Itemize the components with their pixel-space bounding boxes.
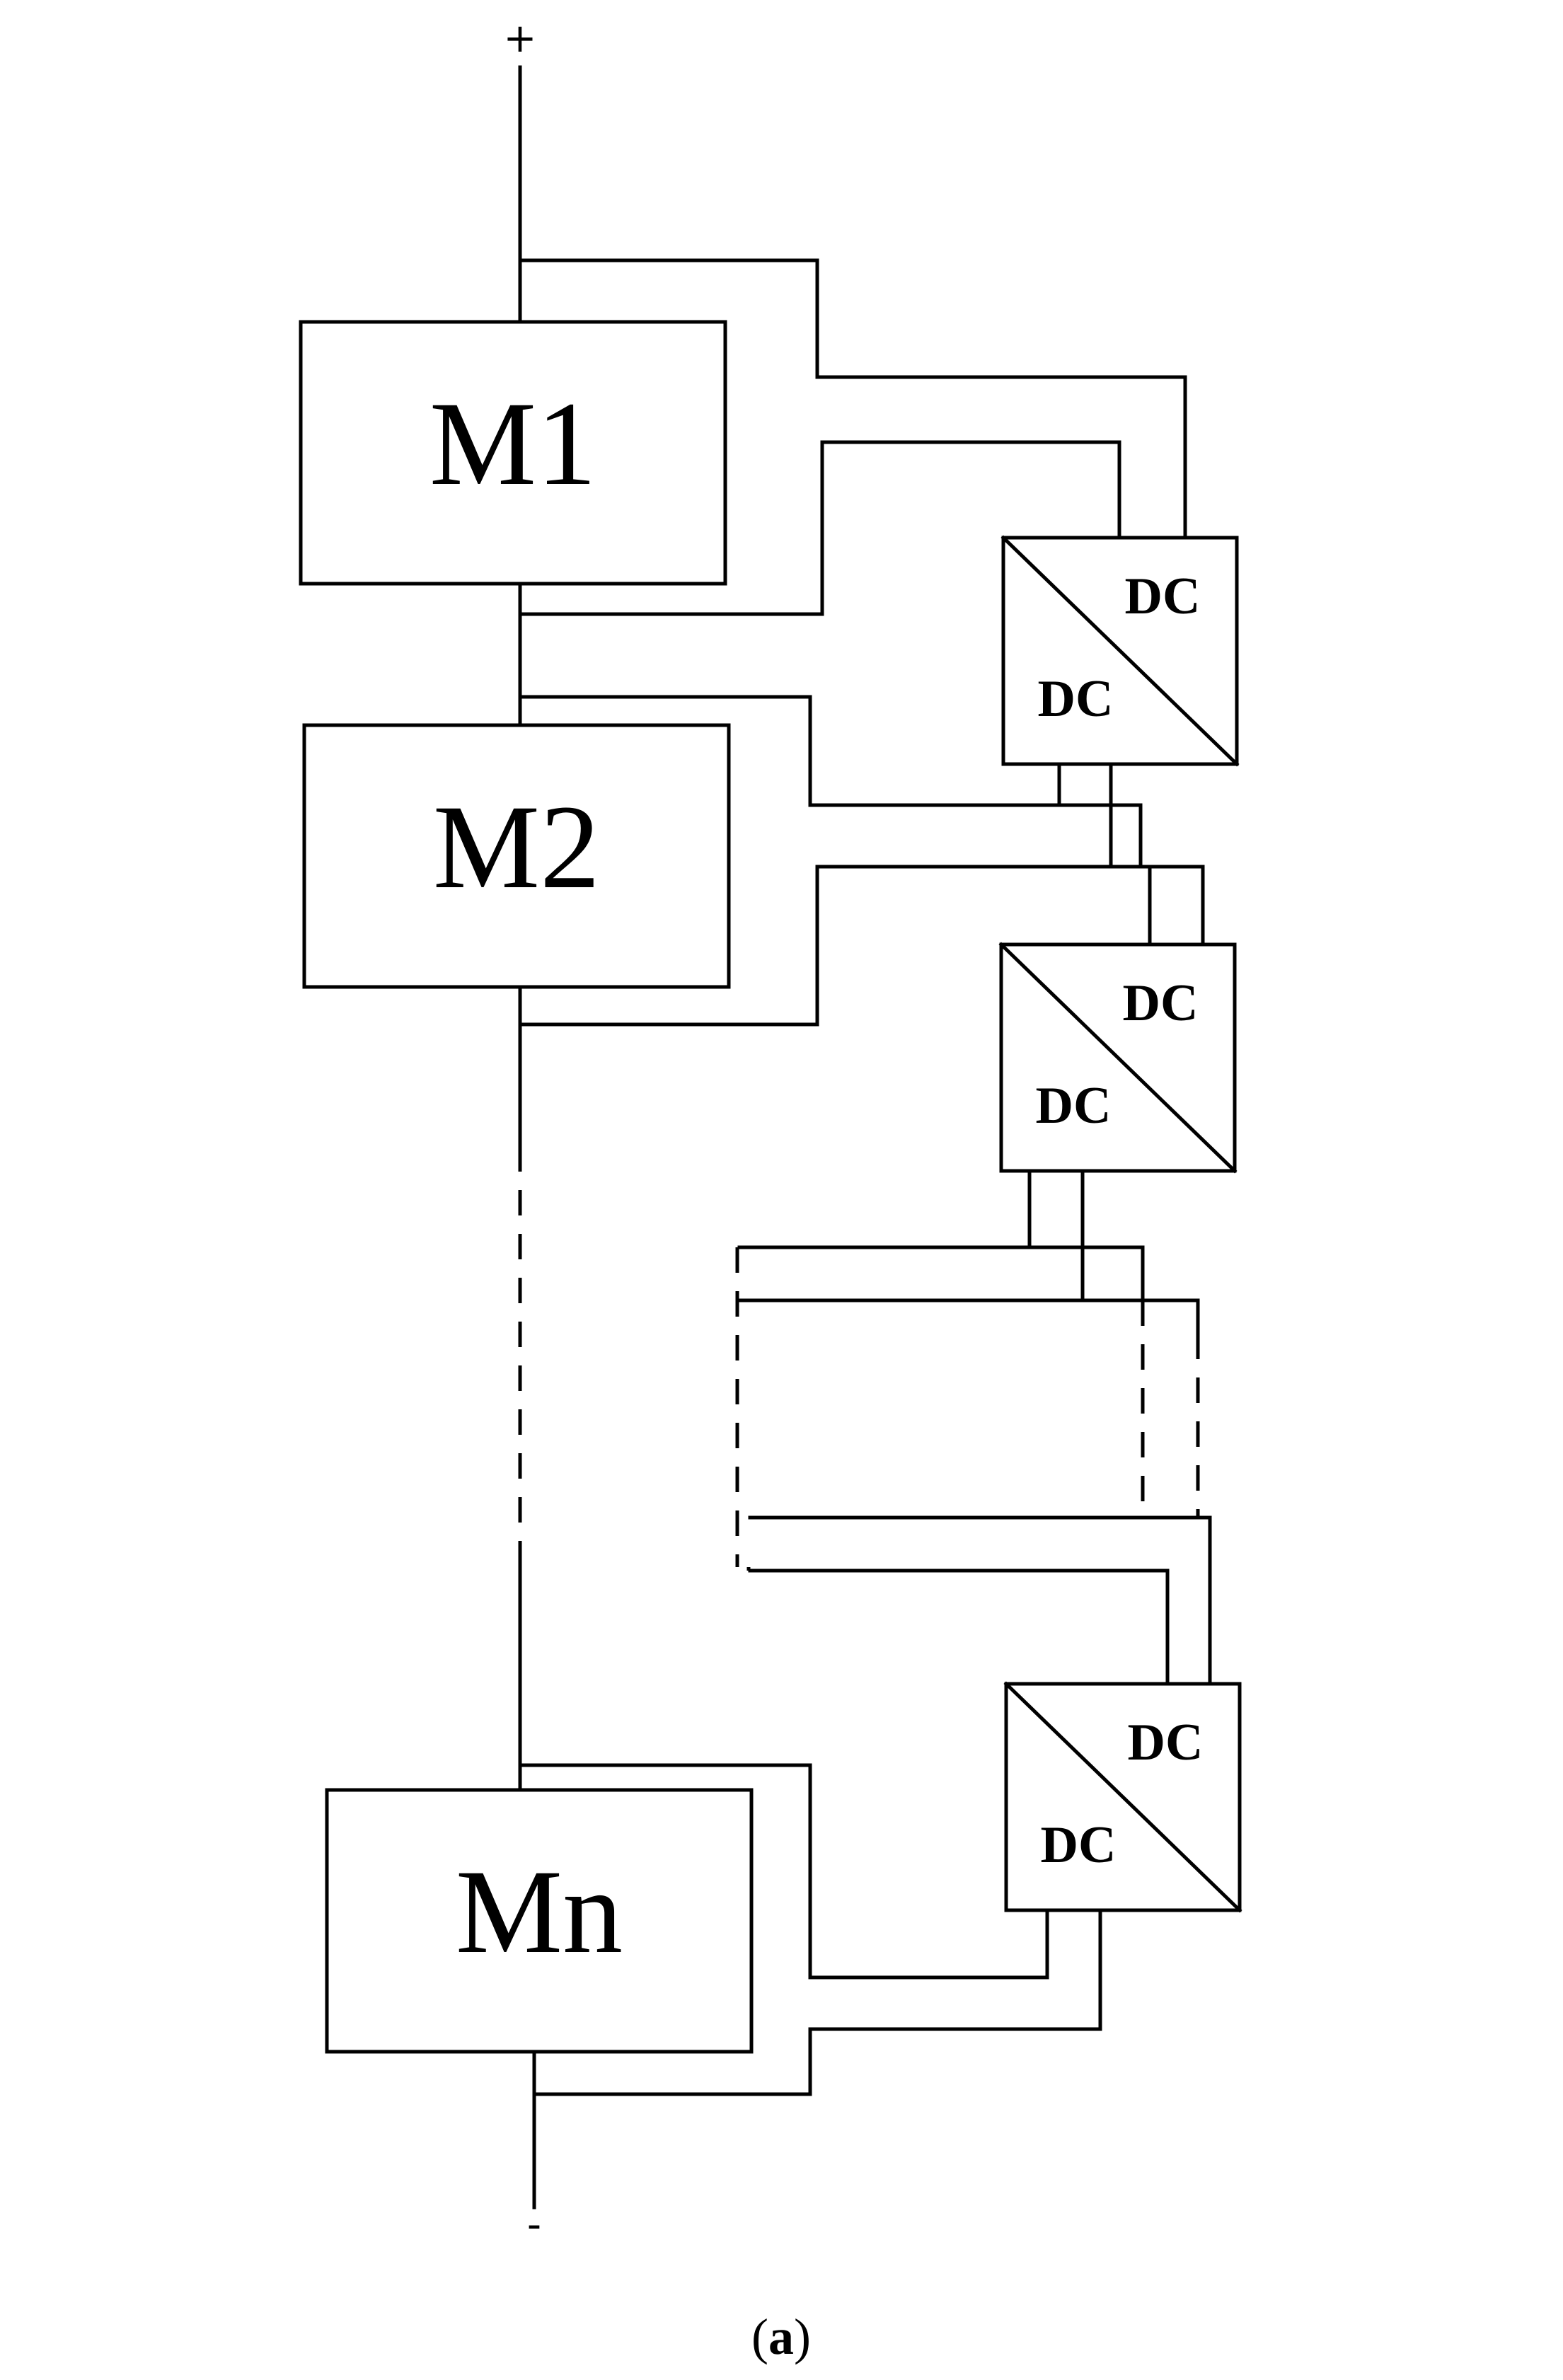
converter-2-input-label: DC [1036,1077,1112,1135]
main-string-wire [518,65,536,2209]
converter-n-input-label: DC [1041,1816,1117,1874]
module-m1-label: M1 [429,377,596,510]
wires-mn-converter-n [518,1763,1102,2096]
converter-n-diagonal [1003,1681,1242,1913]
module-m1: M1 [299,320,727,586]
converter-1: DC DC [1000,535,1240,767]
positive-terminal-label: + [504,16,537,62]
module-m2-label: M2 [433,780,600,913]
wires-m2-converter-2 [518,695,1205,1027]
converter-1-diagonal [1000,535,1240,767]
converter-2-diagonal [998,942,1238,1174]
converter-2-output-label: DC [1123,974,1199,1032]
module-m1-box [299,320,727,586]
wires-m1-converter-1 [518,258,1187,616]
caption-letter: a [768,2309,794,2365]
module-m2-box [302,723,731,989]
figure-caption: (a) [751,2309,811,2365]
converter-1-output-label: DC [1125,567,1201,625]
caption-close-paren: ) [794,2309,811,2365]
module-mn: Mn [325,1788,754,2054]
negative-terminal-label: - [527,2202,541,2248]
module-mn-label: Mn [456,1845,623,1978]
converter-n-output-label: DC [1128,1714,1204,1772]
module-m2: M2 [302,723,731,989]
converter-n: DC DC [1003,1681,1242,1913]
module-mn-box [325,1788,754,2054]
wires-converter-2-continuation [735,1169,1212,1686]
caption-open-paren: ( [751,2309,768,2365]
converter-1-input-label: DC [1038,670,1114,728]
converter-2: DC DC [998,942,1238,1174]
